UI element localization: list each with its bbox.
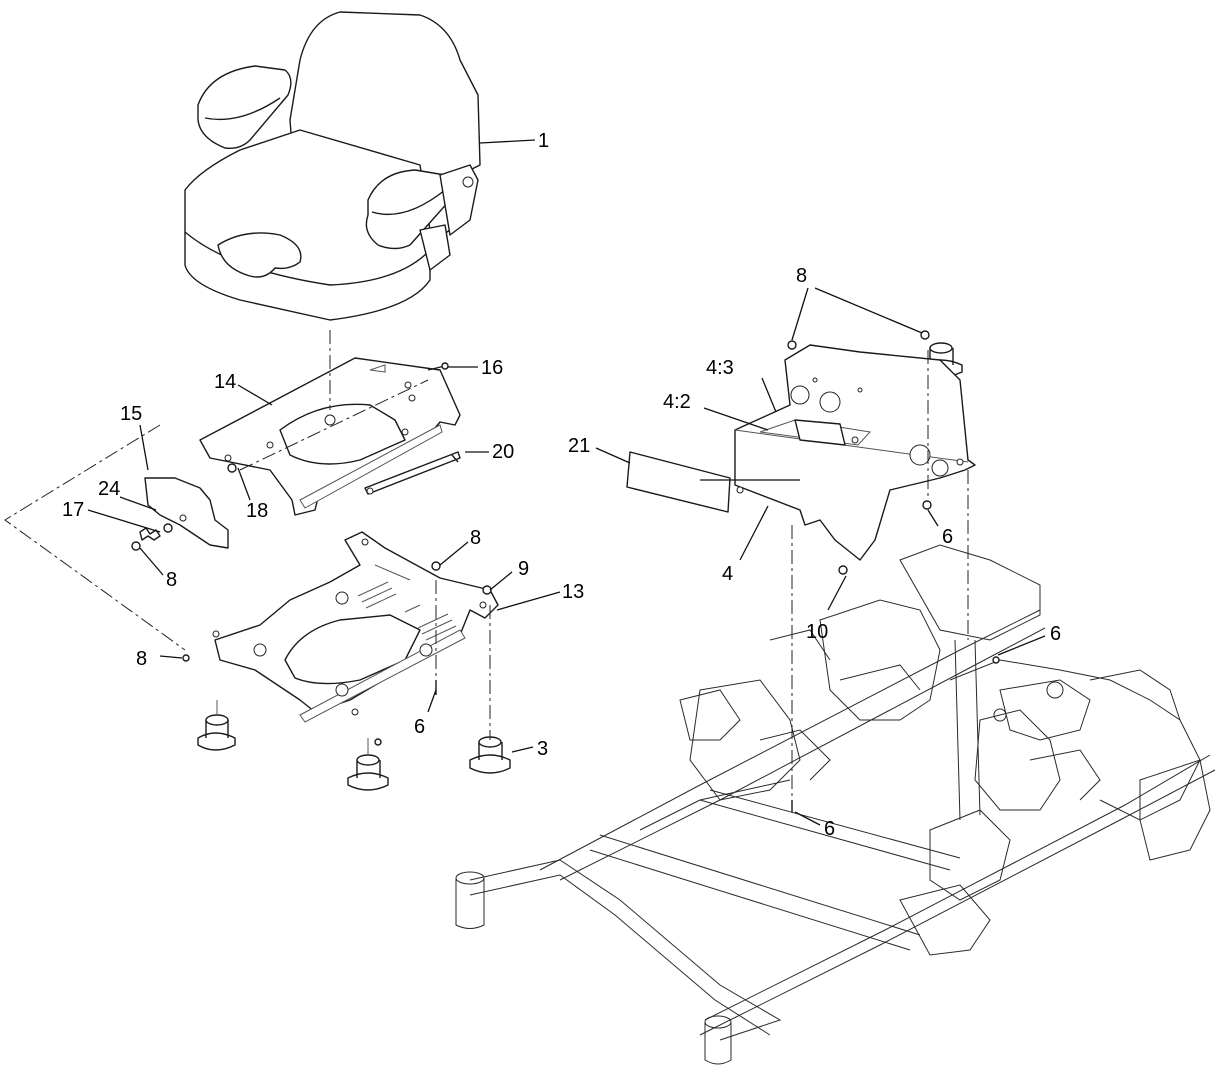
seat-rail-bar bbox=[364, 451, 461, 495]
callout-10: 10 bbox=[806, 621, 828, 643]
callout-4: 4 bbox=[722, 563, 733, 585]
leader-lines bbox=[87, 139, 1046, 826]
callout-9: 9 bbox=[518, 558, 529, 580]
callout-17: 17 bbox=[62, 499, 84, 521]
seat-assembly bbox=[184, 11, 481, 321]
console-plate bbox=[734, 344, 976, 561]
callout-8-plate: 8 bbox=[470, 527, 481, 549]
callout-8-console: 8 bbox=[796, 265, 807, 287]
decal-4-3 bbox=[794, 419, 846, 446]
callout-21: 21 bbox=[568, 435, 590, 457]
suspension-plate bbox=[212, 531, 499, 723]
callout-20: 20 bbox=[492, 441, 514, 463]
mount-center bbox=[347, 738, 389, 791]
callout-6-plate: 6 bbox=[414, 716, 425, 738]
callout-labels: 1 14 16 15 20 18 24 17 8 8 9 13 8 6 3 8 … bbox=[62, 130, 1061, 840]
callout-4-2: 4:2 bbox=[663, 391, 691, 413]
callout-16: 16 bbox=[481, 357, 503, 379]
callout-8-spring: 8 bbox=[166, 569, 177, 591]
seat-plate bbox=[199, 357, 461, 516]
callout-15: 15 bbox=[120, 403, 142, 425]
mount-right bbox=[469, 736, 511, 774]
mount-left bbox=[197, 700, 236, 751]
callout-24: 24 bbox=[98, 478, 120, 500]
decal-21 bbox=[626, 451, 731, 513]
callout-6-console: 6 bbox=[942, 526, 953, 548]
callout-18: 18 bbox=[246, 500, 268, 522]
callout-3: 3 bbox=[537, 738, 548, 760]
callout-14: 14 bbox=[214, 371, 236, 393]
seat-bracket bbox=[144, 477, 229, 549]
callout-4-3: 4:3 bbox=[706, 357, 734, 379]
callout-13: 13 bbox=[562, 581, 584, 603]
fasteners bbox=[182, 340, 1000, 812]
callout-6-bottom: 6 bbox=[824, 818, 835, 840]
spring-hardware bbox=[131, 523, 173, 551]
tractor-frame bbox=[455, 544, 1216, 1065]
assembly-lines bbox=[4, 330, 969, 800]
callout-8-side: 8 bbox=[136, 648, 147, 670]
callout-6-frame: 6 bbox=[1050, 623, 1061, 645]
callout-1: 1 bbox=[538, 130, 549, 152]
